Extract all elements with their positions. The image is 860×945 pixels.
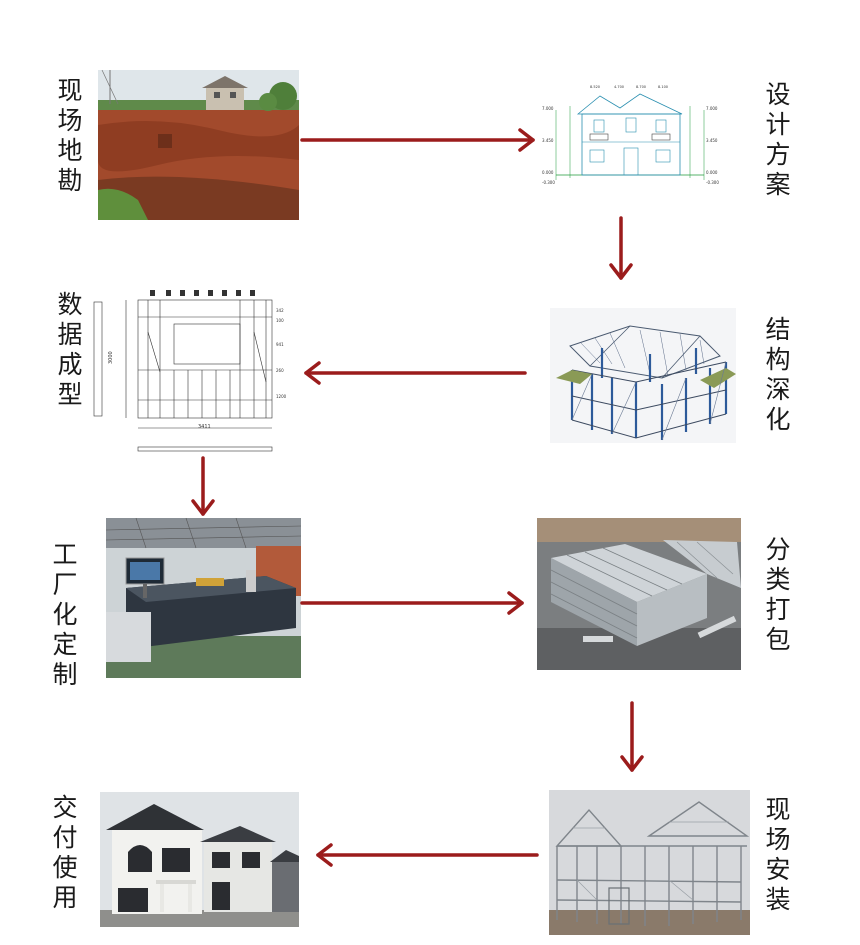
step-label-install: 现场安装 <box>765 795 791 914</box>
arrow-design-to-structure <box>609 216 633 280</box>
cad-height-dim: 3000 <box>108 351 114 364</box>
level-right-1: 3.450 <box>706 138 718 143</box>
cad-side-dim-0: 342 <box>276 308 284 313</box>
step-label-structure: 结构深化 <box>765 315 791 434</box>
cad-width-dim: 3411 <box>198 424 211 430</box>
level-right-2: 0.000 <box>706 170 718 175</box>
structure-3d-model <box>550 308 736 443</box>
arrow-factory-to-sort <box>300 591 524 615</box>
step-label-sort: 分类打包 <box>765 535 791 654</box>
cad-side-dim-3: 260 <box>276 368 284 373</box>
step-label-deliver: 交付使用 <box>52 793 78 912</box>
step-label-survey: 现场地勘 <box>57 76 83 195</box>
sorted-steel-photo <box>537 518 741 670</box>
arrow-data-to-factory <box>191 456 215 516</box>
arrow-sort-to-install <box>620 701 644 772</box>
cad-side-dim-1: 100 <box>276 318 284 323</box>
top-dim-2: 8.700 <box>636 85 646 89</box>
factory-machine-photo <box>106 518 301 678</box>
arrow-install-to-deliver <box>316 843 539 867</box>
cad-side-dim-2: 941 <box>276 342 284 347</box>
design-elevation-drawing: 7.000 3.450 0.000 -0.300 7.000 3.450 0.0… <box>540 80 720 190</box>
data-cad-frame-drawing: 3000 3411 342 100 941 260 1200 <box>90 272 304 458</box>
level-left-2: 0.000 <box>542 170 554 175</box>
install-site-photo <box>549 790 750 935</box>
step-label-factory: 工厂化定制 <box>52 540 78 689</box>
arrow-structure-to-data <box>304 361 527 385</box>
survey-photo <box>98 70 299 220</box>
level-right-0: 7.000 <box>706 106 718 111</box>
level-right-3: -0.300 <box>706 180 719 185</box>
top-dim-0: 8.520 <box>590 85 600 89</box>
level-left-0: 7.000 <box>542 106 554 111</box>
cad-side-dim-4: 1200 <box>276 394 287 399</box>
step-label-design: 设计方案 <box>765 80 791 199</box>
arrow-survey-to-design <box>300 128 535 152</box>
top-dim-1: 4.700 <box>614 85 624 89</box>
step-label-data: 数据成型 <box>57 290 83 409</box>
level-left-1: 3.450 <box>542 138 554 143</box>
level-left-3: -0.300 <box>542 180 555 185</box>
top-dim-3: 8.100 <box>658 85 668 89</box>
delivered-house-photo <box>100 792 299 927</box>
